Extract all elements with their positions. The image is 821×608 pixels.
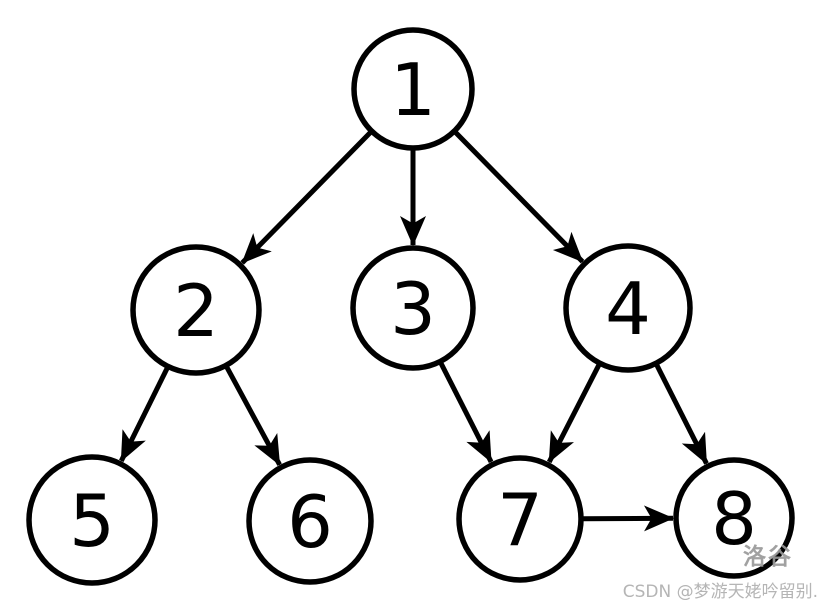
graph-edge-4-7: [546, 362, 603, 464]
node-circle-4: [563, 243, 693, 373]
node-label-8: 8: [711, 477, 757, 561]
graph-edge-4-8: [653, 362, 709, 465]
node-circle-3: [350, 245, 476, 371]
node-label-4: 4: [605, 267, 651, 351]
graph-node-6: 6: [246, 457, 374, 585]
node-circle-5: [26, 454, 158, 586]
graph-edge-1-2: [240, 129, 374, 265]
node-label-2: 2: [173, 269, 219, 353]
graph-edge-2-5: [119, 365, 171, 463]
graph-edge-2-6: [223, 364, 282, 466]
node-circle-7: [456, 455, 584, 583]
graph-node-4: 4: [563, 243, 693, 373]
graph-edge-1-4: [452, 129, 585, 264]
luogu-watermark: 洛谷: [743, 544, 793, 570]
graph-node-5: 5: [26, 454, 158, 586]
graph-edge-3-7: [437, 360, 494, 464]
graph-node-2: 2: [130, 244, 262, 376]
node-circle-1: [351, 27, 475, 151]
node-label-6: 6: [287, 480, 333, 564]
graph-node-1: 1: [351, 27, 475, 151]
node-label-3: 3: [390, 267, 436, 351]
node-label-1: 1: [390, 48, 436, 132]
graph-node-3: 3: [350, 245, 476, 371]
graph-node-8: 8: [673, 457, 795, 579]
node-circle-8: [673, 457, 795, 579]
node-circle-6: [246, 457, 374, 585]
csdn-watermark: CSDN @梦游天姥吟留别.: [622, 582, 818, 602]
node-circle-2: [130, 244, 262, 376]
graph-node-7: 7: [456, 455, 584, 583]
node-label-5: 5: [69, 479, 115, 563]
node-label-7: 7: [497, 478, 543, 562]
